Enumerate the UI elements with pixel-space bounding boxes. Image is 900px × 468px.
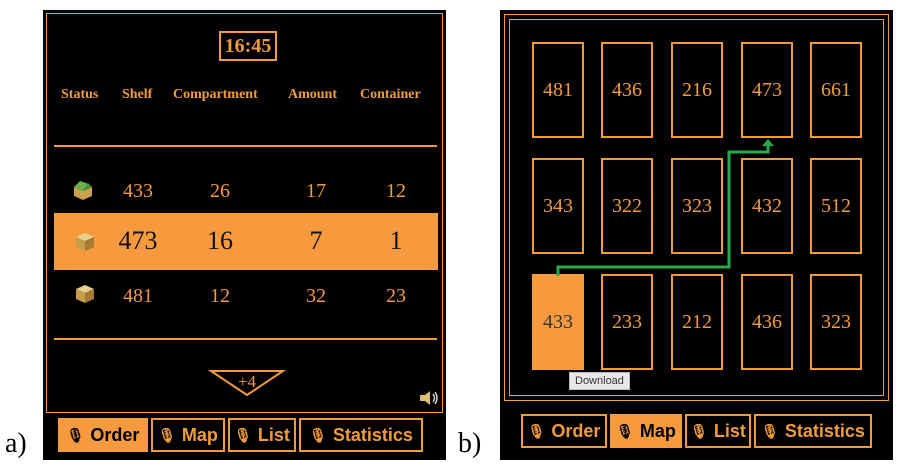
tab-order-label: Order [551,420,601,441]
tab-list-label: List [257,424,290,445]
table-row-3-amount: 32 [306,285,326,307]
tab-statistics-label: Statistics [332,424,413,445]
tab-statistics[interactable]: 🎙 Statistics [299,418,423,452]
col-container-header: Container [360,87,421,102]
table-row-2-container: 1 [389,226,403,255]
shelf-2-5[interactable]: 512 [810,158,862,254]
table-row-3-container: 23 [386,285,406,307]
microphone-icon: 🎙 [309,426,327,443]
box-icon [76,285,94,303]
shelf-2-4[interactable]: 432 [741,158,793,254]
table-row-2-highlight[interactable] [54,213,438,270]
shelf-2-2[interactable]: 322 [601,158,653,254]
microphone-icon: 🎙 [234,426,252,443]
tab-order-label: Order [90,424,140,445]
table-row-2-amount: 7 [309,226,323,255]
figure-label-b: b) [458,428,482,459]
tab-list[interactable]: 🎙 List [685,414,751,448]
table-row-1-amount: 17 [306,180,326,202]
shelf-1-1[interactable]: 481 [532,42,584,138]
tab-statistics-label: Statistics [784,420,865,441]
microphone-icon: 🎙 [690,422,708,439]
tab-map[interactable]: 🎙 Map [610,414,682,448]
open-box-icon [74,181,92,200]
tab-map-label: Map [181,424,218,445]
box-icon [76,233,94,251]
footer-divider [54,338,437,340]
shelf-3-2[interactable]: 233 [601,274,653,370]
table-row-3-compartment: 12 [210,285,230,307]
table-row-3-shelf: 481 [123,285,153,307]
tab-order[interactable]: 🎙 Order [58,418,148,452]
clock: 16:45 [219,31,277,61]
microphone-icon: 🎙 [761,422,779,439]
microphone-icon: 🎙 [158,426,176,443]
col-shelf-header: Shelf [122,87,153,102]
map-panel [500,10,893,460]
shelf-2-1[interactable]: 343 [532,158,584,254]
header-divider [54,145,437,147]
tab-order[interactable]: 🎙 Order [521,414,607,448]
speaker-icon[interactable] [418,389,440,407]
microphone-icon: 🎙 [527,422,546,439]
shelf-3-5[interactable]: 323 [810,274,862,370]
shelf-1-4[interactable]: 473 [741,42,793,138]
shelf-1-5[interactable]: 661 [810,42,862,138]
shelf-2-3[interactable]: 323 [671,158,723,254]
shelf-3-3[interactable]: 212 [671,274,723,370]
tab-list-label: List [713,420,746,441]
shelf-3-4[interactable]: 436 [741,274,793,370]
tab-bar-a: 🎙 Order 🎙 Map 🎙 List 🎙 Statistics [58,418,426,452]
tab-bar-b: 🎙 Order 🎙 Map 🎙 List 🎙 Statistics [521,414,875,448]
tab-map[interactable]: 🎙 Map [151,418,225,452]
map-outer-border [504,14,889,401]
table-row-1-container: 12 [386,180,406,202]
figure-label-a: a) [5,428,27,459]
col-compartment-header: Compartment [173,87,258,102]
more-items-count: +4 [237,372,257,391]
shelf-1-2[interactable]: 436 [601,42,653,138]
map-inner-border [509,19,884,396]
tab-statistics[interactable]: 🎙 Statistics [754,414,872,448]
tab-list[interactable]: 🎙 List [228,418,296,452]
microphone-icon: 🎙 [66,426,85,443]
download-tooltip: Download [569,372,630,390]
order-panel-border [46,13,443,413]
route-arrowhead-icon [762,139,774,146]
table-row-2-shelf: 473 [118,226,158,255]
shelf-1-3[interactable]: 216 [671,42,723,138]
table-row-2-compartment: 16 [207,226,233,255]
table-row-1-shelf: 433 [123,180,153,202]
table-row-1-compartment: 26 [210,180,230,202]
col-status-header: Status [61,87,99,102]
shelf-3-1[interactable]: 433 [532,274,584,370]
tab-map-label: Map [639,420,676,441]
col-amount-header: Amount [288,87,338,102]
microphone-icon: 🎙 [616,422,634,439]
more-items-triangle[interactable] [207,368,287,398]
